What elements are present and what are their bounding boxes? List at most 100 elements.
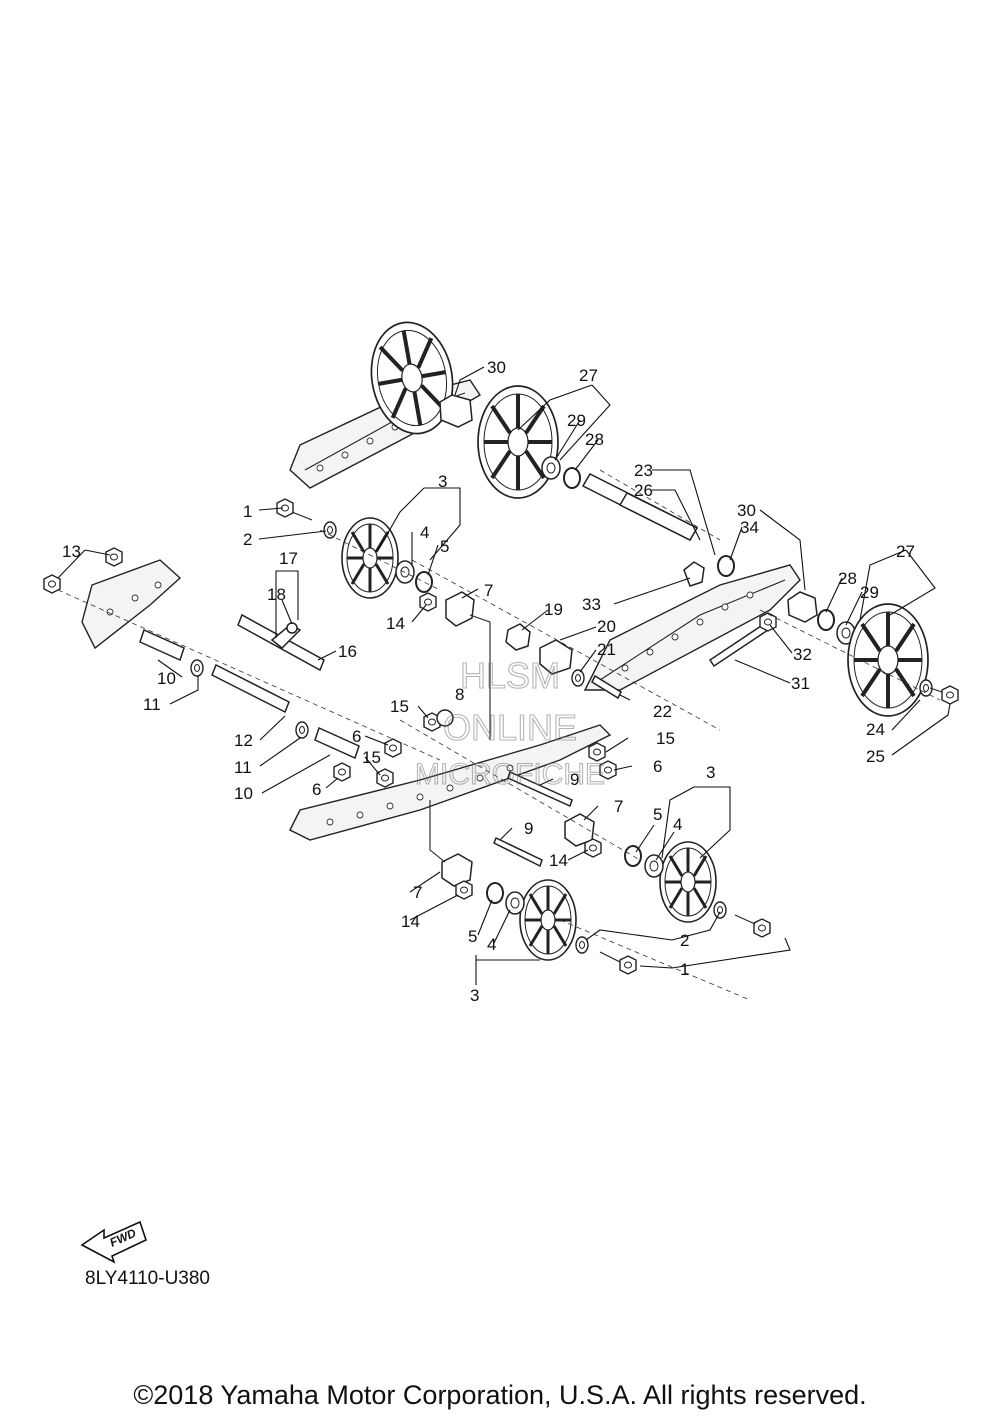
bearing-29a (541, 456, 561, 480)
nut-32 (759, 612, 777, 632)
callout-33: 33 (582, 595, 601, 614)
callout-9: 9 (570, 770, 579, 789)
collar-11b (295, 721, 309, 739)
callout-6: 6 (352, 727, 361, 746)
callout-17: 17 (279, 549, 298, 568)
callout-32: 32 (793, 645, 812, 664)
rear-idler-wheel-left (476, 384, 560, 500)
callout-4: 4 (673, 815, 682, 834)
circlip-5a (415, 571, 433, 593)
bolt-1b (599, 951, 637, 975)
collar-19 (505, 623, 531, 651)
callout-10: 10 (157, 669, 176, 688)
callout-5: 5 (468, 927, 477, 946)
circlip-5c (486, 882, 504, 904)
callout-25: 25 (866, 747, 885, 766)
bearing-4c (505, 891, 525, 915)
nut-13a (105, 547, 123, 567)
bolt-1a (276, 498, 313, 521)
callout-3: 3 (470, 986, 479, 1005)
callout-34: 34 (740, 518, 759, 537)
callout-2: 2 (680, 931, 689, 950)
callout-19: 19 (544, 600, 563, 619)
callout-14: 14 (401, 912, 420, 931)
slide-wheel-lower (518, 878, 578, 962)
watermark: HLSM ONLINE MICROFICHE (414, 654, 605, 791)
bolt-1b-right (734, 914, 771, 938)
callout-15: 15 (362, 748, 381, 767)
spacer-10b (314, 726, 360, 760)
callout-4: 4 (487, 935, 496, 954)
bearing-4b (644, 854, 664, 878)
callout-29: 29 (860, 583, 879, 602)
slide-wheel-right (658, 840, 718, 924)
washer-34 (717, 555, 735, 577)
callout-15: 15 (390, 697, 409, 716)
washer-2b (713, 901, 727, 919)
circlip-28a (563, 467, 581, 489)
washer-21 (571, 669, 585, 687)
fwd-arrow-icon: FWD (80, 1220, 147, 1264)
watermark-line-3: MICROFICHE (415, 758, 605, 791)
callout-18: 18 (267, 585, 286, 604)
callout-26: 26 (634, 481, 653, 500)
callout-13: 13 (62, 542, 81, 561)
callout-5: 5 (653, 805, 662, 824)
callout-3: 3 (706, 763, 715, 782)
callout-16: 16 (338, 642, 357, 661)
callout-6: 6 (653, 757, 662, 776)
callout-15: 15 (656, 729, 675, 748)
spacer-10a (139, 628, 185, 662)
callout-7: 7 (413, 883, 422, 902)
bearing-4a (395, 560, 415, 584)
diagram-part-number: 8LY4110-U380 (85, 1268, 211, 1289)
callout-7: 7 (484, 581, 493, 600)
callout-6: 6 (312, 780, 321, 799)
nut-14b (584, 838, 602, 858)
callout-5: 5 (440, 537, 449, 556)
bolt-22 (591, 674, 622, 700)
callout-3: 3 (438, 472, 447, 491)
leader-lines (57, 366, 951, 985)
callout-31: 31 (791, 674, 810, 693)
callout-28: 28 (838, 569, 857, 588)
callout-30: 30 (737, 501, 756, 520)
callout-10: 10 (234, 784, 253, 803)
nut-14a (419, 592, 437, 612)
callout-11: 11 (143, 695, 161, 714)
nut-13b (43, 574, 61, 594)
callout-29: 29 (567, 411, 586, 430)
callout-1: 1 (243, 502, 252, 521)
callout-24: 24 (866, 720, 885, 739)
callout-22: 22 (653, 702, 672, 721)
callout-12: 12 (234, 731, 253, 750)
shaft-12 (211, 663, 290, 714)
callout-27: 27 (579, 366, 598, 385)
callout-7: 7 (614, 797, 623, 816)
callout-9: 9 (524, 819, 533, 838)
watermark-line-2: ONLINE (443, 707, 577, 748)
hub-30b (787, 591, 818, 623)
nut-15b (376, 768, 394, 788)
circlip-28b (817, 609, 835, 631)
callout-27: 27 (896, 542, 915, 561)
callout-1: 1 (680, 960, 689, 979)
copyright-notice: ©2018 Yamaha Motor Corporation, U.S.A. A… (133, 1380, 867, 1410)
collar-11a (190, 659, 204, 677)
front-slide-rail-left (81, 559, 182, 650)
upper-slide-rail (289, 313, 481, 489)
callout-labels: 1 2 3 4 5 7 13 14 17 18 16 10 11 12 11 1… (62, 358, 915, 1005)
bolt-9b (493, 836, 543, 868)
nut-14c (455, 880, 473, 900)
callout-8: 8 (455, 685, 464, 704)
bolt-9a (507, 770, 573, 808)
block-20 (539, 639, 573, 675)
callout-11: 11 (234, 758, 252, 777)
callout-20: 20 (597, 617, 616, 636)
pivot-8 (436, 709, 454, 727)
callout-30: 30 (487, 358, 506, 377)
callout-14: 14 (549, 851, 568, 870)
wheel-bracket-7c (429, 800, 473, 887)
bolt-25 (929, 685, 959, 705)
watermark-line-1: HLSM (460, 655, 560, 696)
